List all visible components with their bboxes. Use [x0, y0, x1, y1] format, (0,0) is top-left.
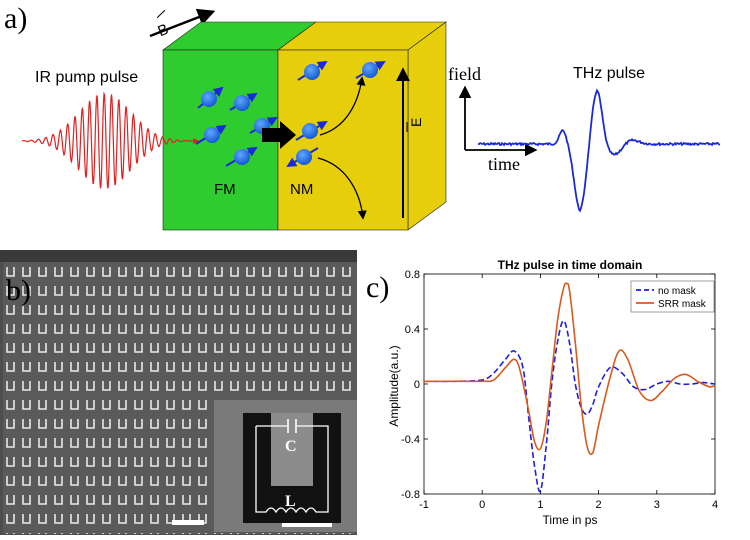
capacitor-label: C — [285, 438, 297, 455]
spin-electron — [225, 146, 258, 167]
inductor-coil — [255, 500, 329, 514]
x-axis-label: Time in ps — [543, 513, 598, 527]
legend-label-no-mask: no mask — [658, 286, 697, 297]
y-tick-label: -0.8 — [401, 489, 420, 501]
panel-a-label: a) — [4, 2, 27, 35]
e-field-label: E — [408, 118, 424, 127]
spin-electrons — [195, 60, 386, 168]
y-axis-label: Amplitude(a.u.) — [387, 345, 401, 426]
x-tick-label: 4 — [712, 499, 718, 511]
y-tick-label: 0.4 — [405, 324, 420, 336]
legend-box — [630, 280, 715, 313]
b-field-label: B — [155, 21, 171, 41]
field-axis-label: field — [448, 64, 481, 84]
srr-inset-slot — [271, 413, 313, 486]
x-tick-label: 2 — [596, 499, 602, 511]
ir-pump-pulse — [21, 91, 187, 189]
x-tick-label: 1 — [537, 499, 543, 511]
panel-a: a) B E F — [4, 2, 721, 231]
thz-label: THz pulse — [573, 65, 645, 82]
spin-electron — [197, 86, 224, 109]
inset-scale-bar — [282, 523, 332, 527]
scale-bar — [172, 520, 204, 525]
spin-electron — [297, 60, 328, 81]
srr-inset: C L — [214, 400, 357, 532]
legend-label-srr-mask: SRR mask — [658, 299, 707, 310]
legend: no mask SRR mask — [630, 280, 715, 313]
b-field-arrow — [149, 8, 216, 38]
spin-electron — [286, 147, 319, 168]
spin-electron — [295, 120, 328, 141]
capacitor-circuit — [255, 425, 329, 500]
spin-electron — [229, 92, 258, 111]
inductor-label: L — [285, 493, 296, 510]
nm-label: NM — [290, 181, 313, 198]
y-tick-label: -0.4 — [401, 434, 420, 446]
series-line-no-mask — [423, 320, 716, 493]
y-tick-label: 0 — [414, 379, 420, 391]
x-tick-label: 0 — [479, 499, 485, 511]
b-vector-bar — [156, 9, 166, 19]
panel-c: c) THz pulse in time domain -1 0 1 2 3 4 -0.8 -… — [366, 258, 718, 527]
thz-pulse-trace — [477, 88, 721, 213]
y-tick-label: 0.8 — [405, 269, 420, 281]
panel-c-label: c) — [366, 271, 389, 304]
x-tick-label: -1 — [419, 499, 429, 511]
fm-label: FM — [214, 181, 236, 198]
x-tick-label: 3 — [654, 499, 660, 511]
series-line-srr-mask — [423, 282, 716, 456]
sem-header-strip — [0, 250, 357, 262]
panel-b: b) C L — [0, 250, 357, 535]
panel-b-label: b) — [6, 274, 31, 307]
spin-electron — [195, 124, 227, 145]
spin-current-arrow — [262, 121, 296, 149]
spin-electron — [355, 61, 386, 79]
deflection-curve-down — [317, 157, 367, 220]
deflection-curve-up — [319, 76, 366, 136]
time-axis-label: time — [488, 154, 520, 174]
pump-label: IR pump pulse — [35, 69, 138, 86]
chart-title: THz pulse in time domain — [498, 258, 643, 272]
fm-layer — [162, 49, 279, 231]
